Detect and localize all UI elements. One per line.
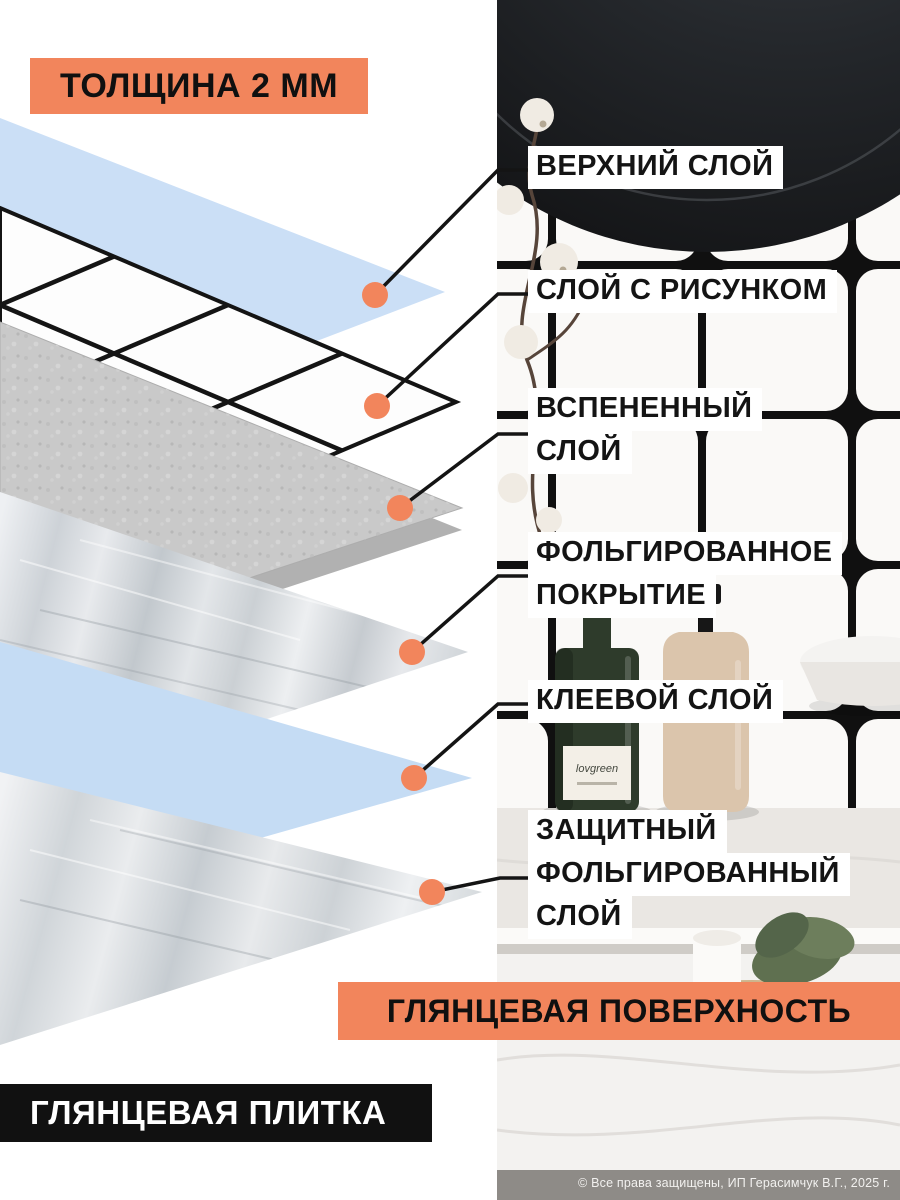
layer-label-text: ВЕРХНИЙ СЛОЙ [528, 146, 784, 190]
layer-label-pattern: СЛОЙ С РИСУНКОМ [528, 270, 838, 314]
glossy-surface-badge: ГЛЯНЦЕВАЯ ПОВЕРХНОСТЬ [338, 982, 900, 1040]
layer-label-text: ФОЛЬГИРОВАННЫЙ [528, 853, 850, 897]
layer-label-top: ВЕРХНИЙ СЛОЙ [528, 146, 784, 190]
layer-label-text: СЛОЙ [528, 431, 632, 475]
cabinet-shadow-band [497, 1170, 900, 1200]
tile-layers-diagram [0, 118, 482, 1045]
copyright-text: © Все права защищены, ИП Герасимчук В.Г.… [578, 1176, 890, 1190]
glossy-tile-badge: ГЛЯНЦЕВАЯ ПЛИТКА [0, 1084, 433, 1142]
white-bowl [800, 636, 900, 706]
layer-label-protective: ЗАЩИТНЫЙ ФОЛЬГИРОВАННЫЙ СЛОЙ [528, 810, 850, 940]
layer-label-adhesive: КЛЕЕВОЙ СЛОЙ [528, 680, 784, 724]
layer-label-text: ПОКРЫТИЕ [528, 575, 716, 619]
layer-label-foil-coating: ФОЛЬГИРОВАННОЕ ПОКРЫТИЕ [528, 532, 843, 619]
plant [752, 912, 855, 986]
layer-label-text: СЛОЙ [528, 896, 632, 940]
bottle-label-text: lovgreen [576, 763, 618, 775]
layer-label-text: СЛОЙ С РИСУНКОМ [528, 270, 838, 314]
layer-label-text: ФОЛЬГИРОВАННОЕ [528, 532, 843, 576]
thickness-badge: ТОЛЩИНА 2 ММ [30, 58, 369, 114]
bottle-label [563, 746, 631, 800]
layer-label-text: КЛЕЕВОЙ СЛОЙ [528, 680, 784, 724]
layer-label-text: ВСПЕНЕННЫЙ [528, 388, 763, 432]
mirror [497, 0, 900, 252]
layer-label-text: ЗАЩИТНЫЙ [528, 810, 727, 854]
layer-label-foam: ВСПЕНЕННЫЙ СЛОЙ [528, 388, 763, 475]
layer-protective-foil [0, 772, 482, 1045]
